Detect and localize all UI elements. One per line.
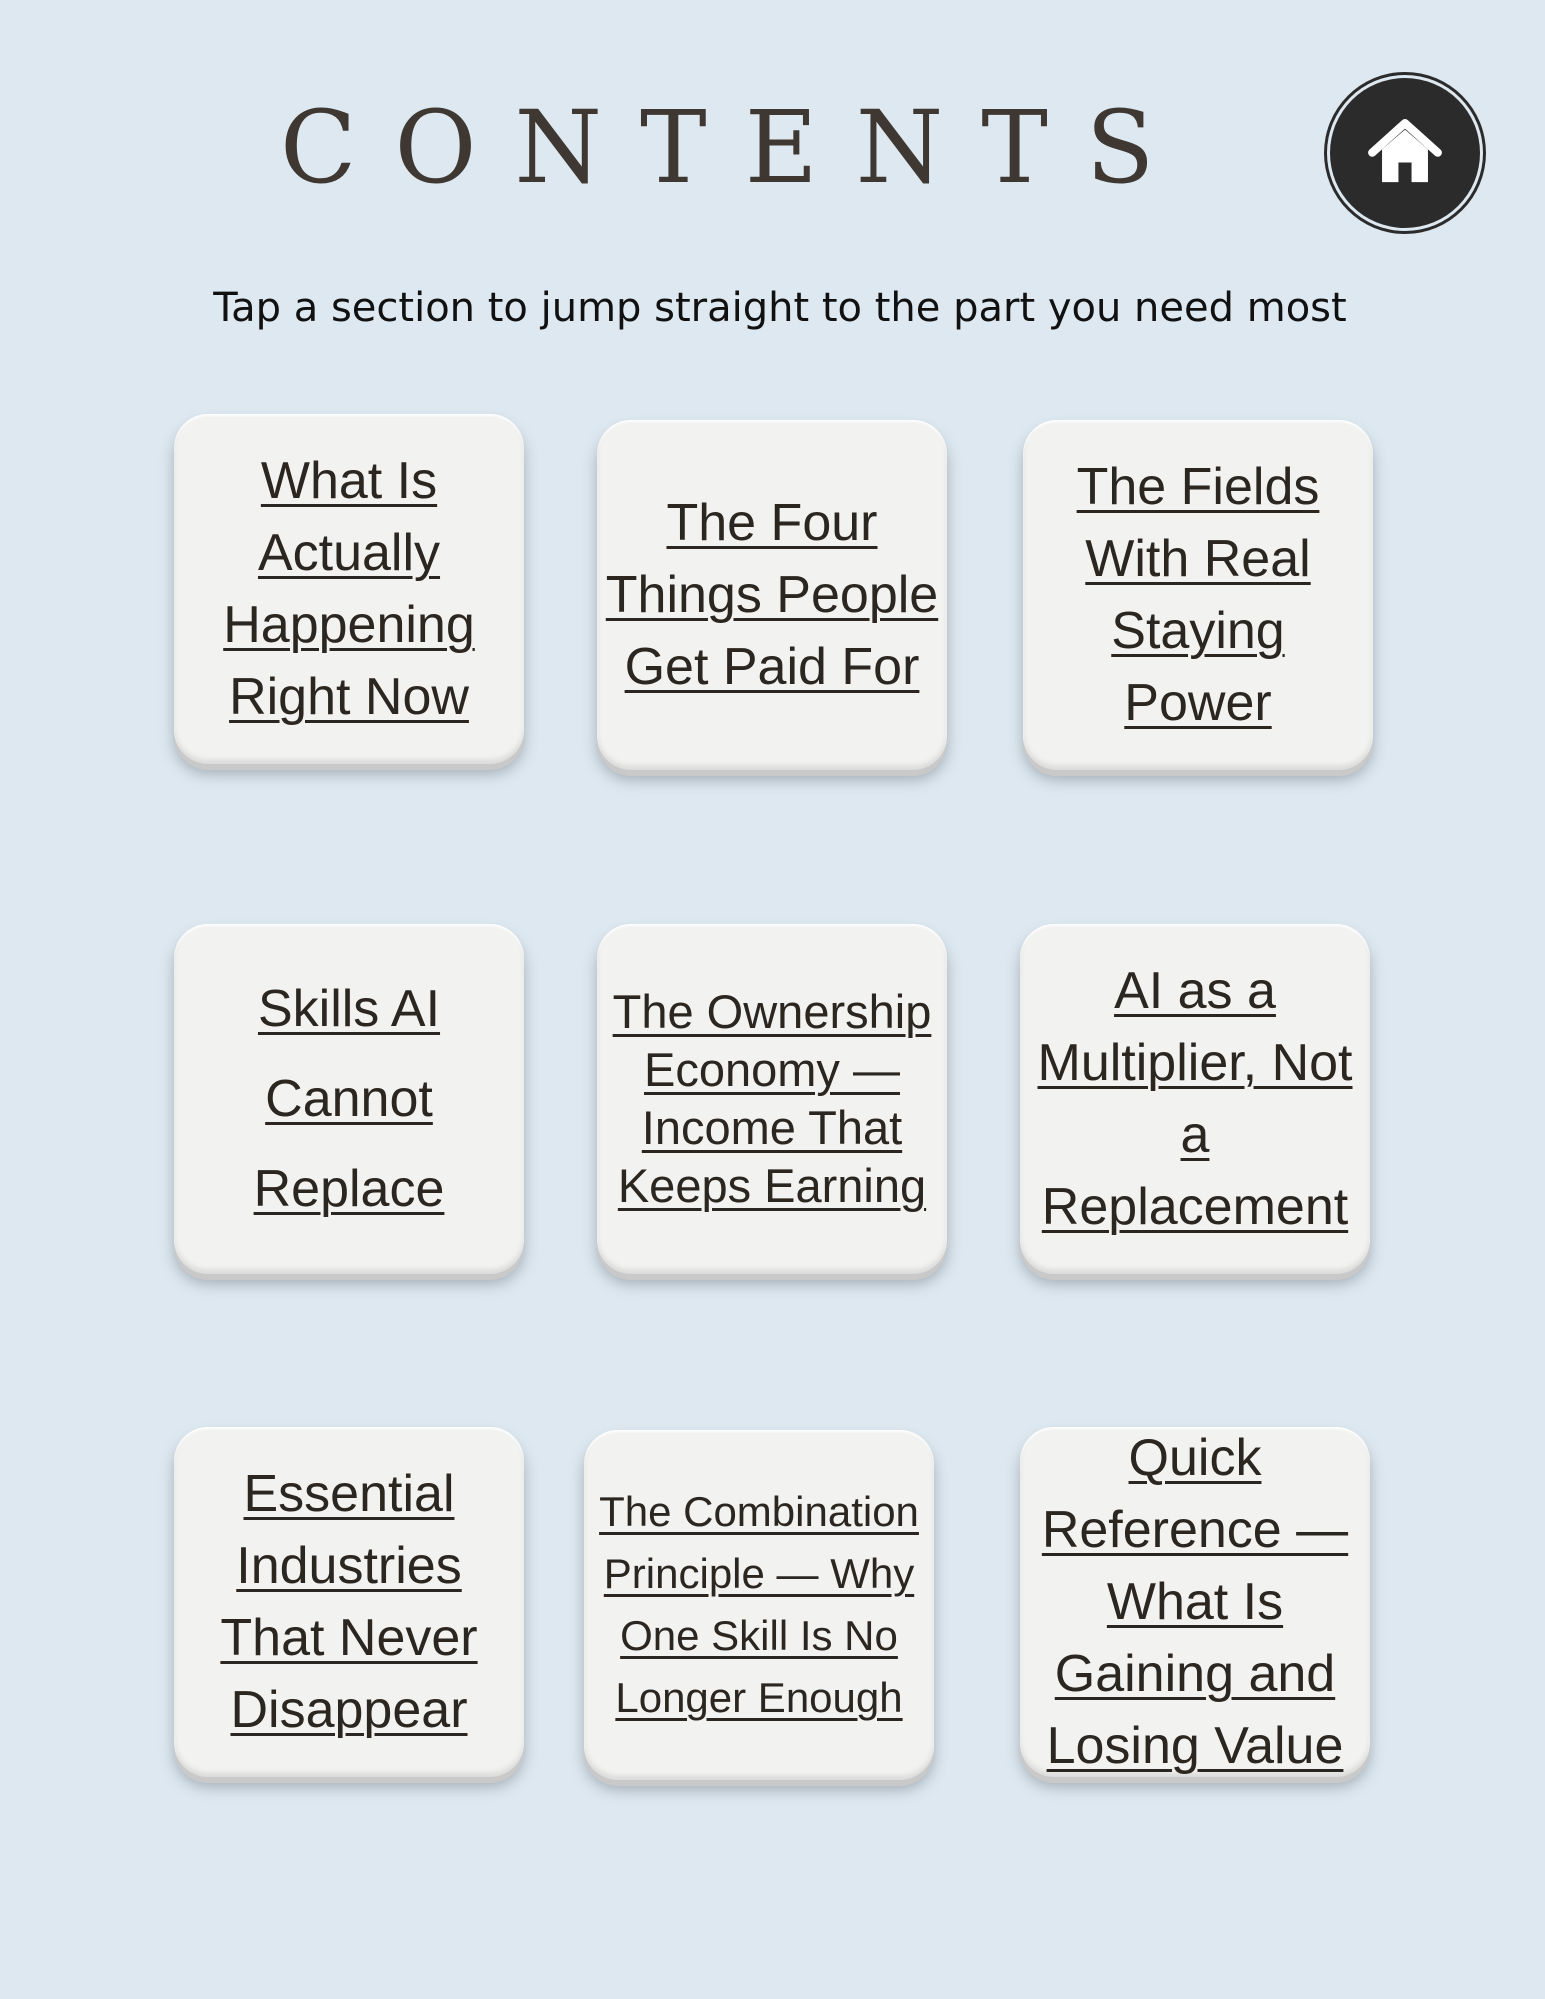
section-ownership-economy[interactable]: The Ownership Economy — Income That Keep… xyxy=(597,924,947,1274)
section-fields-with-staying-power[interactable]: The Fields With Real Staying Power xyxy=(1023,420,1373,770)
section-ai-as-a-multiplier[interactable]: AI as a Multiplier, Not a Replacement xyxy=(1020,924,1370,1274)
section-essential-industries[interactable]: Essential Industries That Never Disappea… xyxy=(174,1427,524,1777)
section-quick-reference[interactable]: Quick Reference — What Is Gaining and Lo… xyxy=(1020,1427,1370,1777)
page-title: CONTENTS xyxy=(280,89,1193,206)
section-label: Quick Reference — What Is Gaining and Lo… xyxy=(1041,1429,1349,1775)
subtitle: Tap a section to jump straight to the pa… xyxy=(213,285,1347,331)
section-label: The Ownership Economy — Income That Keep… xyxy=(612,985,932,1212)
section-skills-ai-cannot-replace[interactable]: Skills AI Cannot Replace xyxy=(174,924,524,1274)
section-what-is-actually-happening[interactable]: What Is Actually Happening Right Now xyxy=(174,414,524,764)
section-label: The Fields With Real Staying Power xyxy=(1076,458,1320,732)
section-label: The Four Things People Get Paid For xyxy=(605,494,939,696)
section-label: What Is Actually Happening Right Now xyxy=(223,452,475,726)
home-button[interactable] xyxy=(1330,78,1480,228)
section-label: AI as a Multiplier, Not a Replacement xyxy=(1037,962,1353,1236)
section-combination-principle[interactable]: The Combination Principle — Why One Skil… xyxy=(584,1430,934,1780)
home-icon xyxy=(1364,110,1446,197)
section-four-things-people-get-paid-for[interactable]: The Four Things People Get Paid For xyxy=(597,420,947,770)
section-label: Essential Industries That Never Disappea… xyxy=(220,1465,478,1739)
section-label: The Combination Principle — Why One Skil… xyxy=(599,1488,919,1721)
section-label: Skills AI Cannot Replace xyxy=(253,980,445,1218)
